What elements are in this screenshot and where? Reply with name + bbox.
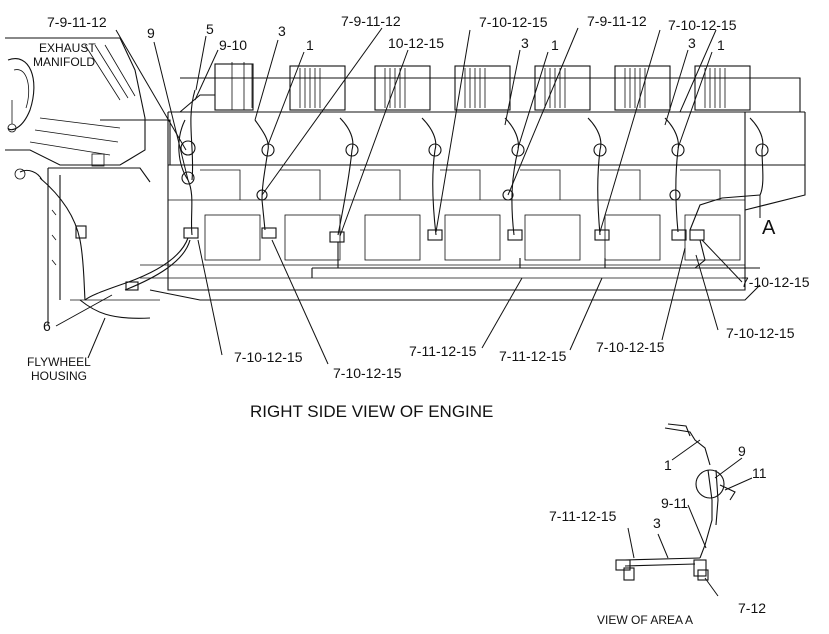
label-3-b: 3 [521, 35, 529, 51]
label-1-b: 1 [551, 37, 559, 53]
label-flywheel: FLYWHEEL [27, 355, 91, 369]
label-7-10-12-15-d: 7-10-12-15 [726, 325, 795, 341]
label-9-a: 9 [147, 25, 155, 41]
label-3-c: 3 [688, 35, 696, 51]
diagram-title: RIGHT SIDE VIEW OF ENGINE [250, 402, 493, 421]
label-1-d: 1 [664, 457, 672, 473]
label-11: 11 [752, 465, 767, 481]
label-manifold: MANIFOLD [33, 55, 95, 69]
label-7-9-11-12-c: 7-9-11-12 [587, 13, 647, 29]
label-7-11-12-15-b: 7-11-12-15 [499, 348, 567, 364]
label-9-10: 9-10 [219, 37, 247, 53]
label-exhaust: EXHAUST [39, 41, 96, 55]
valve-covers [168, 62, 805, 113]
label-10-12-15-a: 10-12-15 [388, 35, 444, 51]
label-7-11-12-15-c: 7-11-12-15 [549, 508, 617, 524]
label-view-of-area-a: VIEW OF AREA A [597, 613, 693, 627]
label-area-a: A [762, 217, 776, 239]
flywheel-housing [47, 167, 160, 325]
exhaust-manifold [5, 37, 171, 167]
engine-drawing [5, 27, 806, 365]
label-7-12: 7-12 [738, 600, 766, 616]
label-7-10-12-15-b: 7-10-12-15 [668, 17, 737, 33]
label-7-10-12-15-g: 7-10-12-15 [596, 339, 665, 355]
label-1-c: 1 [717, 37, 725, 53]
label-1-a: 1 [306, 37, 314, 53]
cylinder-block [140, 94, 806, 301]
label-7-9-11-12-a: 7-9-11-12 [47, 14, 107, 30]
label-5: 5 [206, 21, 214, 37]
label-7-10-12-15-f: 7-10-12-15 [333, 365, 402, 381]
label-3-d: 3 [653, 515, 661, 531]
label-3-a: 3 [278, 23, 286, 39]
leader-lines [55, 27, 761, 365]
label-7-10-12-15-c: 7-10-12-15 [741, 274, 810, 290]
label-7-9-11-12-b: 7-9-11-12 [341, 13, 401, 29]
callout-labels: 7-9-11-12 9 5 9-10 3 1 7-9-11-12 10-12-1… [27, 13, 810, 627]
label-9-11: 9-11 [661, 495, 688, 511]
label-7-11-12-15-a: 7-11-12-15 [409, 343, 477, 359]
label-9-b: 9 [738, 443, 746, 459]
area-a-inset [615, 423, 753, 597]
label-7-10-12-15-a: 7-10-12-15 [479, 14, 548, 30]
label-housing: HOUSING [31, 369, 87, 383]
label-6: 6 [43, 318, 51, 334]
label-7-10-12-15-e: 7-10-12-15 [234, 349, 303, 365]
